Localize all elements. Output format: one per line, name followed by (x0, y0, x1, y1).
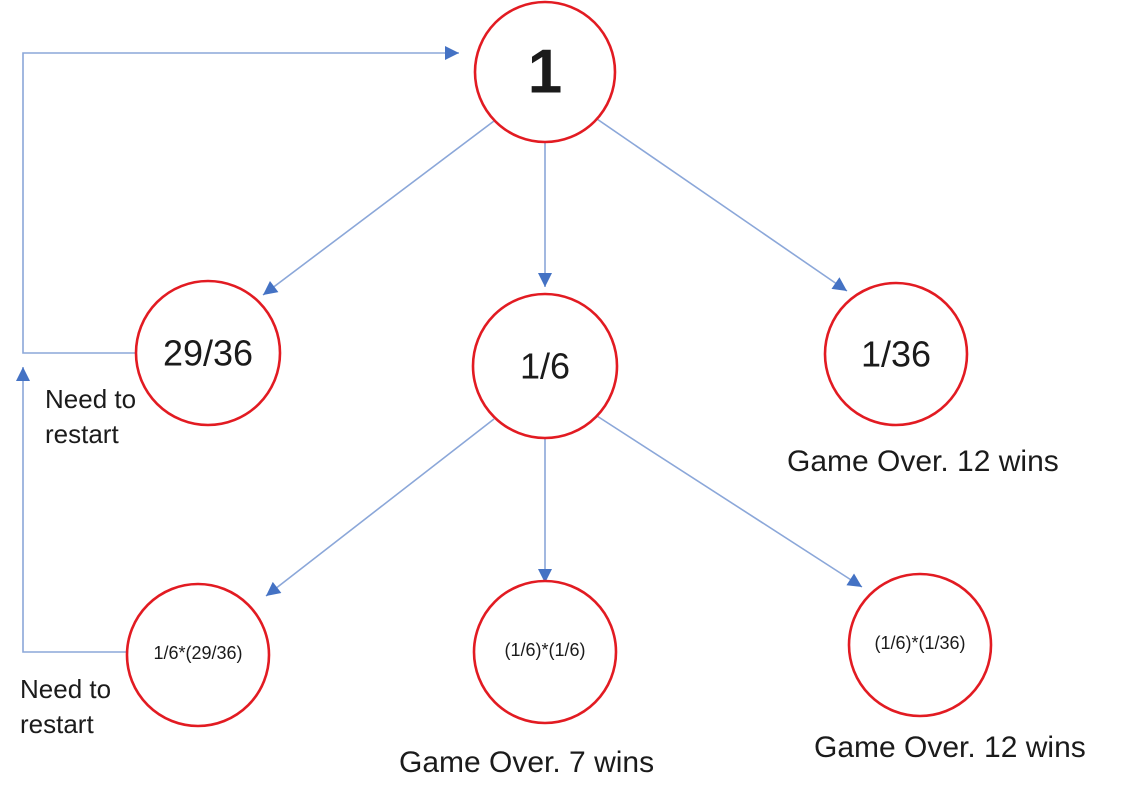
node-bottom-right-circle (847, 572, 993, 718)
edge-restart-loop-bottom-left (16, 367, 127, 653)
need-restart-mid-line2: restart (45, 419, 119, 449)
node-mid-left-label: 29/36 (163, 333, 253, 374)
edges (16, 46, 863, 653)
node-bottom-right-label: (1/6)*(1/36) (874, 633, 965, 653)
node-bottom-left: 1/6*(29/36) (125, 582, 271, 728)
node-bottom-right: (1/6)*(1/36) (847, 572, 993, 718)
node-mid-center: 1/6 (471, 292, 619, 440)
node-mid-left-circle (134, 279, 282, 427)
node-bottom-center: (1/6)*(1/6) (472, 579, 618, 725)
node-root: 1 (473, 0, 617, 144)
node-bottom-left-circle (125, 582, 271, 728)
edge-root-to-mid-right (596, 118, 848, 292)
node-mid-center-circle (471, 292, 619, 440)
edge-mid-center-to-bottom-left (265, 418, 495, 597)
node-mid-right: 1/36 (823, 281, 969, 427)
game-over-bottom-center-label: Game Over. 7 wins (399, 746, 654, 779)
edge-mid-center-to-bottom-right (596, 415, 863, 588)
node-bottom-left-label: 1/6*(29/36) (153, 643, 242, 663)
node-mid-left: 29/36 (134, 279, 282, 427)
node-mid-right-label: 1/36 (861, 334, 931, 375)
node-mid-center-label: 1/6 (520, 346, 570, 387)
node-bottom-center-label: (1/6)*(1/6) (504, 640, 585, 660)
node-mid-right-circle (823, 281, 969, 427)
need-restart-bottom-line2: restart (20, 709, 94, 739)
need-restart-mid-line1: Need to (45, 384, 136, 414)
annotations: Need to restart Need to restart Game Ove… (20, 384, 1086, 779)
edge-root-to-mid-left (262, 120, 495, 296)
game-over-bottom-right-label: Game Over. 12 wins (814, 731, 1086, 764)
node-bottom-center-circle (472, 579, 618, 725)
node-root-label: 1 (528, 38, 562, 107)
game-over-mid-right-label: Game Over. 12 wins (787, 445, 1059, 478)
need-restart-bottom-line1: Need to (20, 674, 111, 704)
node-root-circle (473, 0, 617, 144)
edge-restart-loop-mid-left-to-root (22, 46, 459, 354)
